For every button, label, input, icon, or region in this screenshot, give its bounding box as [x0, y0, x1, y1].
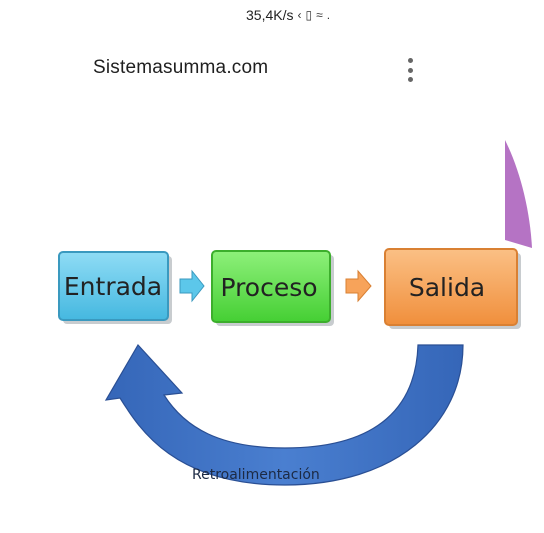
menu-dot — [407, 67, 413, 73]
status-bar: 35,4K/s ‹ ▯ ≈ . — [246, 6, 330, 24]
wifi-icon: ≈ — [316, 8, 323, 22]
node-proceso-label: Proceso — [220, 273, 317, 302]
node-entrada-label: Entrada — [64, 272, 162, 301]
arrow-entrada-proceso — [179, 269, 205, 303]
arrow-proceso-salida — [345, 269, 372, 303]
feedback-arrow — [104, 343, 464, 486]
vibrate-icon: ▯ — [305, 8, 313, 22]
node-proceso — [211, 250, 331, 323]
menu-dot — [407, 77, 413, 82]
network-speed: 35,4K/s — [246, 7, 294, 23]
node-salida-label: Salida — [409, 273, 485, 302]
signal-icon: . — [326, 8, 331, 22]
menu-dot — [407, 58, 413, 63]
bluetooth-icon: ‹ — [297, 8, 302, 22]
node-entrada — [58, 251, 169, 321]
node-salida — [384, 248, 518, 326]
more-vertical-icon[interactable] — [400, 56, 420, 84]
site-title: Sistemasumma.com — [93, 57, 269, 78]
purple-accent-shape — [505, 140, 532, 248]
feedback-label: Retroalimentación — [192, 467, 320, 483]
